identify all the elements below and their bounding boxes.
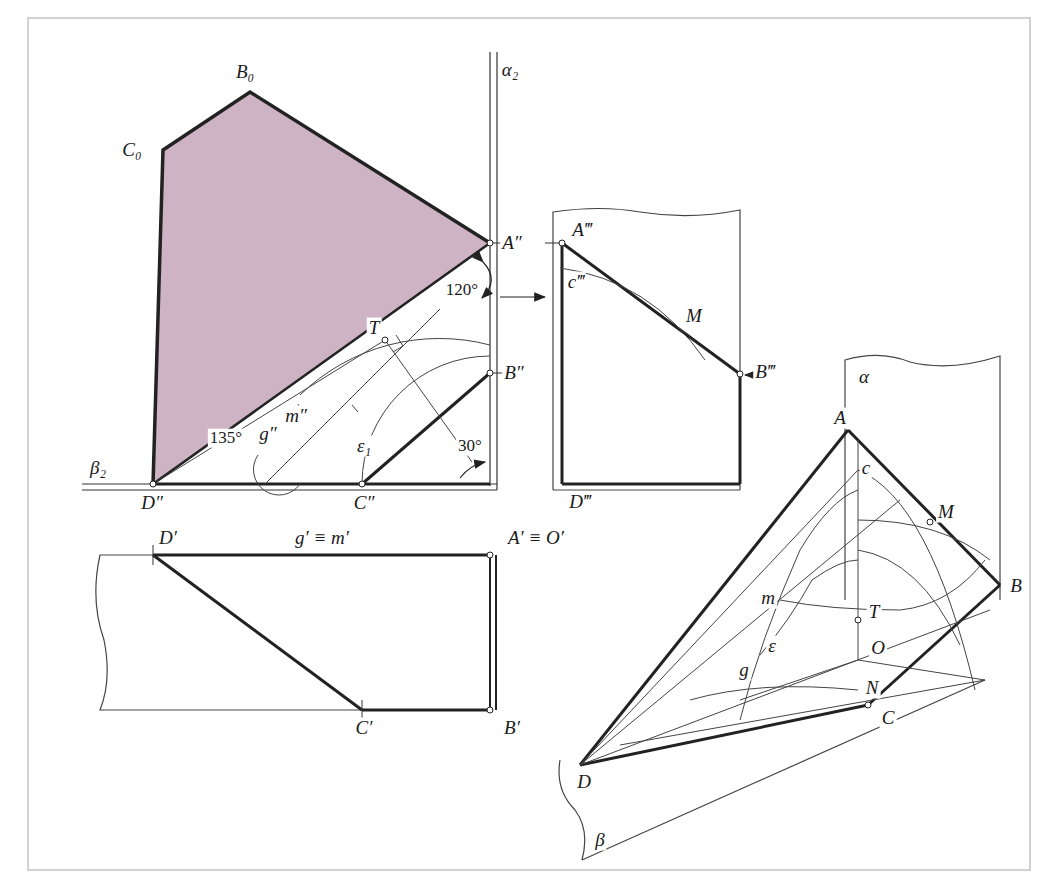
point-label: c‴ <box>566 272 586 293</box>
point-label: m <box>759 588 777 609</box>
point-label: A <box>832 408 848 429</box>
point-label: g <box>737 660 751 681</box>
point-label: D″ <box>139 493 165 514</box>
point-label: B₀ <box>234 62 256 83</box>
point-label: M <box>936 502 956 523</box>
point-label: C′ <box>354 718 375 739</box>
point-label: C₀ <box>120 140 143 161</box>
point-label: M <box>684 306 704 327</box>
point-label: α₂ <box>500 60 521 81</box>
point-label: T <box>367 318 382 339</box>
point-label: A‴ <box>570 220 594 241</box>
point-label: g″ <box>257 424 278 445</box>
angle-label: 30° <box>456 437 484 456</box>
point-label: B″ <box>502 363 526 384</box>
point-label: D‴ <box>567 492 593 513</box>
angle-label: 135° <box>208 429 244 448</box>
point-label: A′ ≡ O′ <box>506 528 566 549</box>
point-label: A″ <box>500 233 524 254</box>
point-label: ε <box>766 636 778 657</box>
point-label: α <box>857 367 871 388</box>
point-label: D <box>575 772 593 793</box>
point-label: ε₁ <box>355 436 373 457</box>
point-label: D′ <box>157 528 179 549</box>
point-label: β <box>593 830 606 851</box>
point-label: T <box>867 602 882 623</box>
point-label: B‴ <box>753 362 777 383</box>
point-label: C <box>880 708 897 729</box>
angle-label: 120° <box>444 281 480 300</box>
point-label: N <box>864 678 881 699</box>
point-label: B′ <box>502 718 522 739</box>
point-label: c <box>860 458 872 479</box>
point-label: C″ <box>352 493 377 514</box>
point-label: O <box>869 638 887 659</box>
point-label: B <box>1008 576 1024 597</box>
point-label: g′ ≡ m′ <box>293 528 351 549</box>
point-label: m″ <box>283 406 309 427</box>
point-label: β₂ <box>88 458 108 479</box>
